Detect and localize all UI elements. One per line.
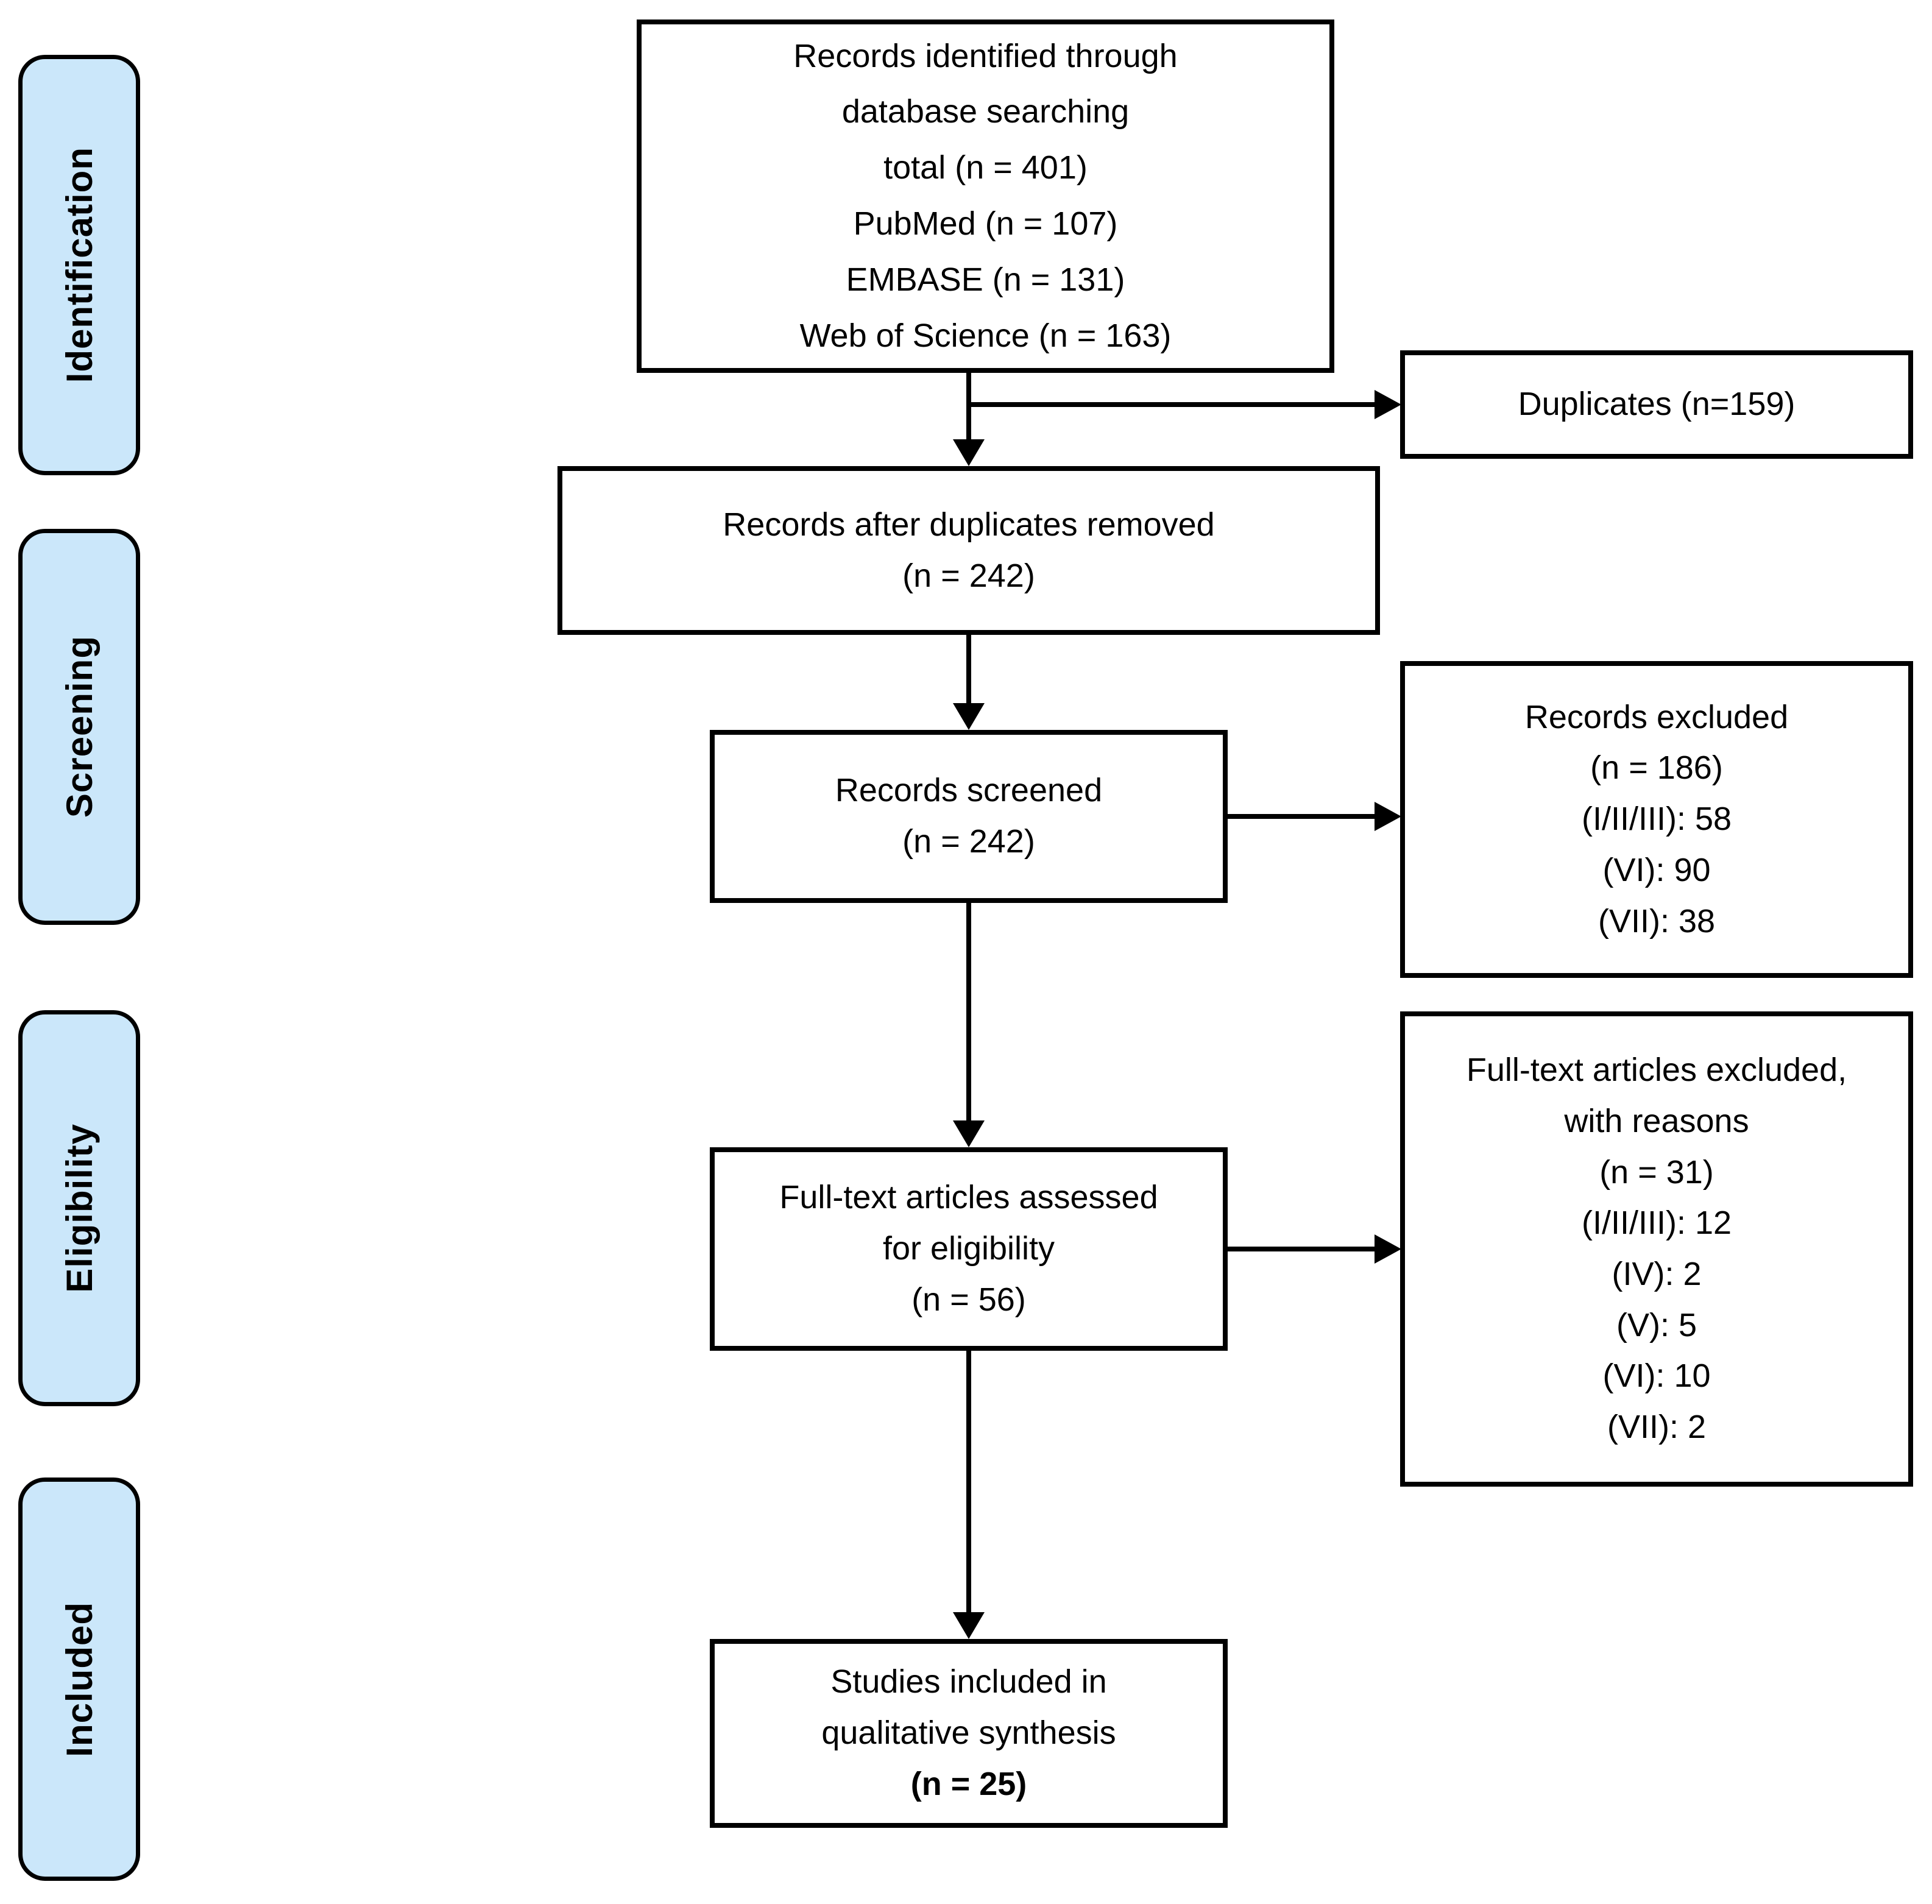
box-line: (VI): 10 [1602,1357,1711,1395]
box-line: qualitative synthesis [821,1715,1116,1752]
connector-line [966,402,1376,407]
stage-screening-label: Screening [58,635,100,818]
arrowhead-down-icon [953,1612,985,1639]
arrowhead-right-icon [1375,802,1401,831]
box-line: (I/II/III): 58 [1581,801,1732,838]
box-line: Full-text articles excluded, [1466,1052,1847,1089]
box-line: (n = 56) [911,1281,1026,1318]
box-line: Records after duplicates removed [723,506,1215,543]
box-line: database searching [841,93,1130,130]
box-line: (I/II/III): 12 [1581,1205,1732,1242]
box-line: Records screened [835,772,1103,809]
stage-included-label: Included [58,1601,100,1757]
box-line: with reasons [1564,1102,1749,1139]
box-line-bold: (n = 25) [910,1765,1027,1802]
stage-eligibility: Eligibility [18,1010,140,1406]
box-line: PubMed (n = 107) [853,205,1118,242]
box-line: Duplicates (n=159) [1518,386,1796,423]
box-fulltext-assessed: Full-text articles assessed for eligibil… [710,1147,1228,1351]
stage-identification: Identification [18,55,140,475]
arrowhead-down-icon [953,439,985,466]
box-line: (n = 31) [1599,1153,1714,1191]
box-studies-included: Studies included in qualitative synthesi… [710,1639,1228,1828]
box-line: (V): 5 [1616,1306,1697,1343]
box-line: for eligibility [882,1230,1055,1267]
box-line: total (n = 401) [883,149,1088,186]
connector-line [966,373,971,445]
box-records-after-duplicates: Records after duplicates removed (n = 24… [557,466,1380,635]
box-line: Web of Science (n = 163) [799,317,1172,354]
box-line: Records identified through [793,37,1178,74]
stage-identification-label: Identification [58,147,100,383]
arrowhead-down-icon [953,1120,985,1147]
stage-included: Included [18,1478,140,1881]
box-fulltext-excluded: Full-text articles excluded, with reason… [1400,1011,1913,1487]
stage-eligibility-label: Eligibility [58,1124,100,1293]
box-line: (n = 186) [1590,749,1723,787]
box-records-identified: Records identified through database sear… [637,19,1334,373]
box-line: (VII): 38 [1598,902,1716,940]
box-line: (n = 242) [902,823,1035,860]
arrowhead-down-icon [953,703,985,730]
box-line: (VI): 90 [1602,851,1711,888]
box-line: Records excluded [1524,698,1789,735]
box-records-screened: Records screened (n = 242) [710,730,1228,903]
arrowhead-right-icon [1375,390,1401,419]
connector-line [1225,814,1376,819]
arrowhead-right-icon [1375,1234,1401,1264]
box-line: (n = 242) [902,557,1035,594]
box-line: Full-text articles assessed [779,1179,1158,1216]
box-line: (VII): 2 [1607,1409,1707,1446]
connector-line [966,1351,971,1616]
box-duplicates: Duplicates (n=159) [1400,350,1913,459]
box-line: Studies included in [830,1663,1107,1701]
stage-screening: Screening [18,529,140,925]
box-records-excluded: Records excluded (n = 186) (I/II/III): 5… [1400,661,1913,978]
connector-line [1225,1247,1376,1251]
box-line: EMBASE (n = 131) [846,261,1125,298]
connector-line [966,903,971,1124]
connector-line [966,635,971,707]
box-line: (IV): 2 [1612,1256,1702,1292]
